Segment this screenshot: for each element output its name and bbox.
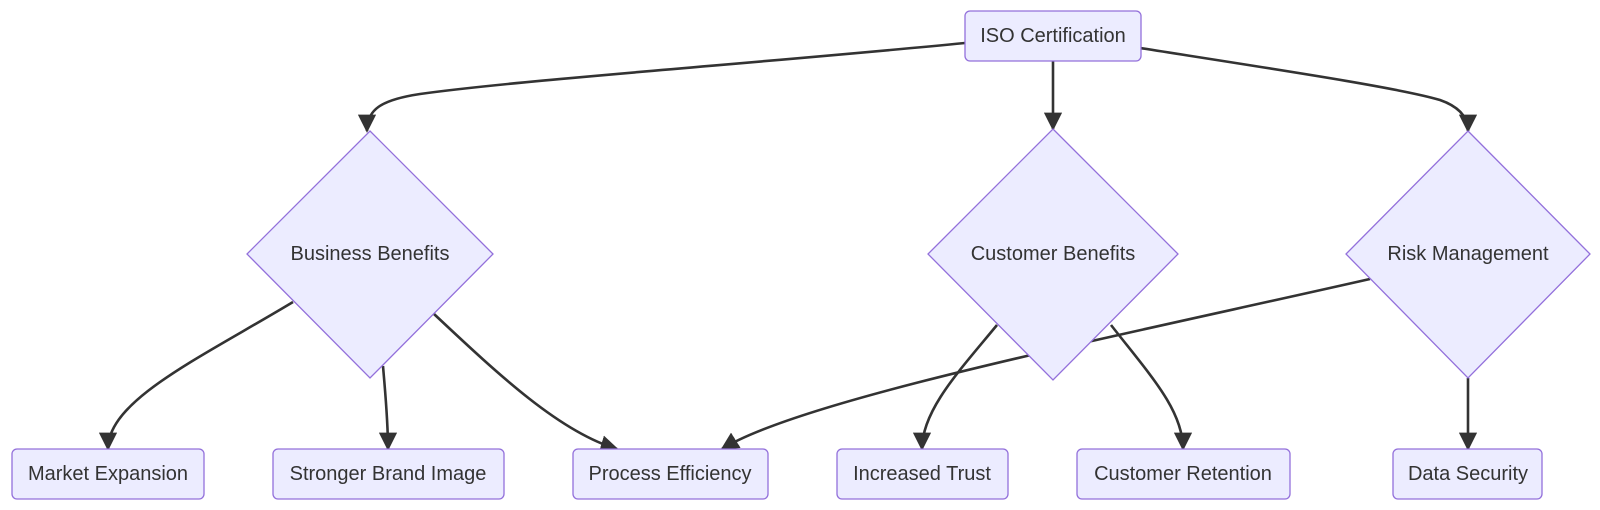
node-label-business-benefits: Business Benefits: [291, 243, 450, 265]
edge-iso-to-risk-management: [1139, 46, 1478, 133]
node-market-expansion: Market Expansion: [11, 448, 205, 500]
node-label-customer-retention: Customer Retention: [1094, 463, 1272, 485]
node-iso-certification: ISO Certification: [964, 10, 1142, 62]
edge-iso-to-business-benefits: [357, 41, 966, 133]
node-label-increased-trust: Increased Trust: [853, 463, 991, 485]
node-label-market-expansion: Market Expansion: [28, 463, 188, 485]
node-label-data-security: Data Security: [1408, 463, 1528, 485]
node-risk-management: Risk Management: [1345, 130, 1591, 379]
node-increased-trust: Increased Trust: [836, 448, 1009, 500]
edge-customer-to-customer-retention: [1109, 324, 1193, 451]
edge-business-to-market-expansion: [98, 300, 294, 451]
edges: [98, 41, 1478, 454]
node-customer-benefits: Customer Benefits: [927, 128, 1179, 381]
node-customer-retention: Customer Retention: [1076, 448, 1291, 500]
edge-business-to-brand-image: [378, 365, 398, 451]
edge-business-to-process-efficiency: [433, 313, 619, 454]
node-data-security: Data Security: [1392, 448, 1543, 500]
node-label-risk-management: Risk Management: [1387, 243, 1549, 265]
edge-customer-to-increased-trust: [912, 324, 999, 451]
edge-risk-to-process-efficiency: [720, 277, 1371, 451]
node-label-stronger-brand-image: Stronger Brand Image: [290, 463, 487, 485]
node-business-benefits: Business Benefits: [246, 130, 494, 379]
node-label-process-efficiency: Process Efficiency: [588, 463, 751, 485]
node-stronger-brand-image: Stronger Brand Image: [272, 448, 505, 500]
node-process-efficiency: Process Efficiency: [572, 448, 769, 500]
node-label-customer-benefits: Customer Benefits: [971, 243, 1136, 265]
node-label-iso-certification: ISO Certification: [980, 25, 1126, 47]
